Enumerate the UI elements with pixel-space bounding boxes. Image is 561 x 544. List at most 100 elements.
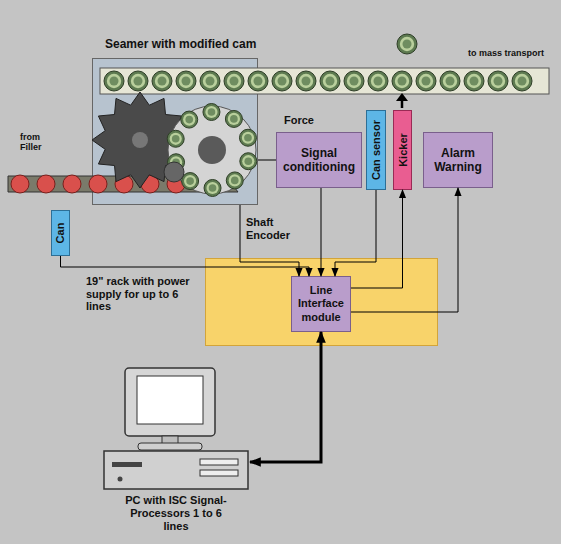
can: [239, 129, 256, 146]
can-lid: [494, 77, 503, 86]
can-lid: [350, 77, 359, 86]
can-lid: [278, 77, 287, 86]
node-label: Alarm Warning: [427, 146, 489, 175]
can: [240, 153, 257, 170]
edge-label: Shaft Encoder: [246, 216, 298, 242]
can: [11, 175, 29, 193]
desktop-case: [104, 451, 248, 489]
can-rim: [419, 74, 433, 88]
can: [182, 173, 199, 190]
node-label: Can: [55, 223, 67, 244]
can-lid: [186, 177, 194, 185]
node-label: PC with ISC Signal-Processors 1 to 6 lin…: [118, 494, 234, 534]
can-rim: [183, 113, 195, 125]
can: [203, 104, 220, 121]
can: [181, 111, 198, 128]
can-rim: [179, 74, 193, 88]
process-box: Line Interface module: [291, 276, 351, 332]
can-rim: [228, 113, 240, 125]
can-lid: [158, 77, 167, 86]
computer-illustration: [100, 366, 250, 492]
monitor-base: [138, 443, 202, 450]
can: [392, 71, 412, 91]
can-rim: [299, 74, 313, 88]
can-lid: [209, 184, 217, 192]
can-rim: [242, 155, 254, 167]
process-box: Signal conditioning: [276, 132, 362, 188]
modified-cam: [164, 162, 184, 182]
can-rim: [400, 37, 414, 51]
signal-wire: [321, 188, 322, 276]
can: [167, 130, 184, 147]
can: [488, 71, 508, 91]
can-rim: [242, 132, 254, 144]
node-label: Kicker: [397, 133, 409, 167]
can: [224, 71, 244, 91]
process-box: Alarm Warning: [423, 132, 493, 188]
can-lid: [230, 77, 239, 86]
can-lid: [470, 77, 479, 86]
can-rim: [347, 74, 361, 88]
signal-wire: [335, 190, 376, 276]
can-lid: [230, 115, 238, 123]
can-lid: [185, 116, 193, 124]
signal-wire: [351, 190, 403, 288]
drive-slot: [112, 462, 142, 467]
can: [104, 71, 124, 91]
data-link: [250, 332, 321, 462]
can-lid: [326, 77, 335, 86]
can-lid: [518, 77, 527, 86]
turret-hub: [198, 136, 226, 164]
can-lid: [422, 77, 431, 86]
can-lid: [244, 134, 252, 142]
can: [128, 71, 148, 91]
can: [397, 34, 417, 54]
can-rim: [371, 74, 385, 88]
monitor: [125, 368, 215, 436]
signal-wire: [351, 188, 458, 312]
can-rim: [467, 74, 481, 88]
can-rim: [491, 74, 505, 88]
can: [89, 175, 107, 193]
can-rim: [205, 106, 217, 118]
can: [320, 71, 340, 91]
computer: PC with ISC Signal-Processors 1 to 6 lin…: [100, 366, 250, 538]
can-lid: [244, 157, 252, 165]
can: [296, 71, 316, 91]
node-label: Seamer with modified cam: [105, 38, 256, 52]
can-lid: [398, 77, 407, 86]
node-label: Line Interface module: [295, 284, 347, 324]
annotation-label: to mass transport: [468, 48, 548, 58]
edge-label: Force: [284, 114, 344, 127]
can-lid: [231, 177, 239, 185]
can-lid: [254, 77, 263, 86]
can-lid: [134, 77, 143, 86]
sensor-box: Can sensor: [366, 110, 386, 190]
can-lid: [206, 77, 215, 86]
can-rim: [184, 175, 196, 187]
can-lid: [403, 40, 412, 49]
can-rim: [203, 74, 217, 88]
can-rim: [107, 74, 121, 88]
can: [225, 110, 242, 127]
can-lid: [208, 108, 216, 116]
can: [248, 71, 268, 91]
can: [512, 71, 532, 91]
gear-hub: [132, 132, 148, 148]
can-rim: [229, 174, 241, 186]
node-label: 19" rack with power supply for up to 6 l…: [86, 275, 198, 313]
signal-wire: [258, 160, 276, 161]
can: [37, 175, 55, 193]
can-rim: [275, 74, 289, 88]
node-label: Can sensor: [370, 120, 382, 180]
signal-wire: [240, 205, 299, 276]
can-rim: [206, 182, 218, 194]
power-button: [118, 477, 123, 482]
drive-bay: [200, 470, 238, 476]
drive-bay: [200, 459, 238, 465]
kicker-arrowhead: [396, 93, 408, 101]
can-lid: [302, 77, 311, 86]
can-rim: [395, 74, 409, 88]
can: [416, 71, 436, 91]
